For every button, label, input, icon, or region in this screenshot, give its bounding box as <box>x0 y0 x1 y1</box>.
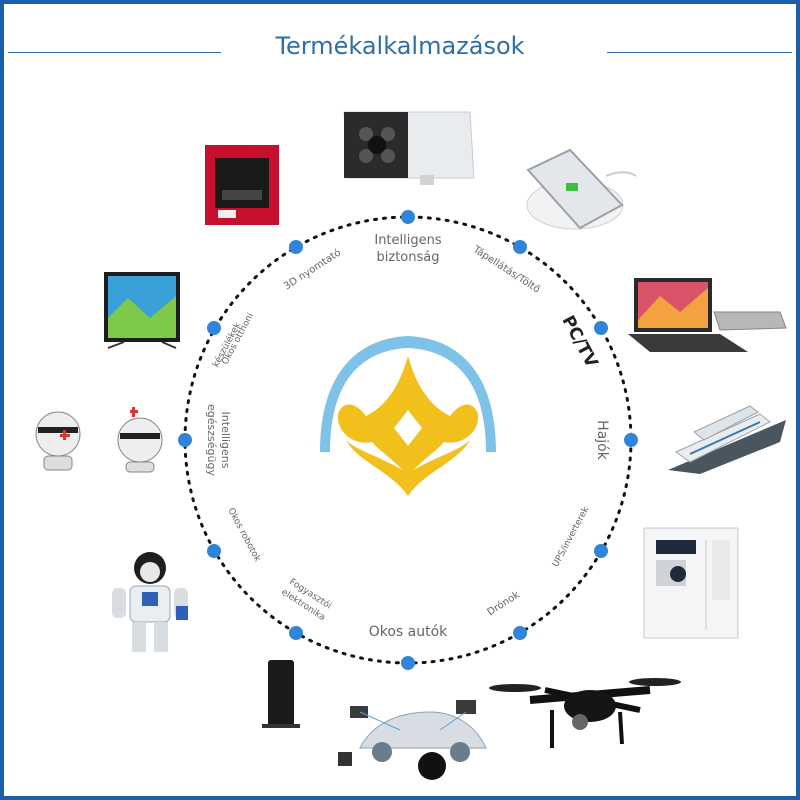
ring-dot <box>594 544 608 558</box>
ring-dot <box>289 626 303 640</box>
ring-dot <box>513 626 527 640</box>
medical-robot-icon <box>35 407 163 473</box>
title-rule-right <box>607 52 792 53</box>
speaker-icon <box>262 660 300 728</box>
title-rule-left <box>8 52 221 53</box>
laptop-icon <box>628 278 787 352</box>
ring-dot <box>289 240 303 254</box>
inverter-icon <box>643 527 739 639</box>
ring-dot <box>207 321 221 335</box>
ring-dot <box>401 656 415 670</box>
page-title: Termékalkalmazások <box>275 32 525 60</box>
ring-dots <box>178 210 638 670</box>
smart-car-icon <box>338 700 487 780</box>
label-security-line2: biztonság <box>377 250 440 265</box>
label-power: Tápellátás/Töltő <box>470 243 542 296</box>
robot-icon <box>112 552 188 652</box>
label-health-line1: Intelligens <box>219 412 232 469</box>
label-drones: Drónok <box>485 589 522 619</box>
label-pctv: PC/TV <box>557 312 601 371</box>
label-cars: Okos autók <box>369 624 448 640</box>
3d-printer-icon <box>205 145 279 225</box>
wireless-charger-icon <box>526 148 637 230</box>
ship-icon <box>668 405 786 474</box>
tv-icon <box>104 272 180 349</box>
label-health-line2: egészségügy <box>205 404 218 476</box>
label-ups: UPS/inverterek <box>551 505 592 569</box>
label-robots: Okos robotok <box>225 506 262 564</box>
label-printer: 3D nyomtató <box>282 247 343 293</box>
ring-dot <box>401 210 415 224</box>
label-ships: Hajók <box>594 420 610 461</box>
drone-icon <box>489 678 681 748</box>
company-logo <box>320 336 496 496</box>
ring-dot <box>594 321 608 335</box>
ring-dot <box>207 544 221 558</box>
ring-dot <box>178 433 192 447</box>
ring-dot <box>624 433 638 447</box>
label-security-line1: Intelligens <box>374 233 441 248</box>
ring-dot <box>513 240 527 254</box>
security-camera-icon <box>343 111 475 185</box>
